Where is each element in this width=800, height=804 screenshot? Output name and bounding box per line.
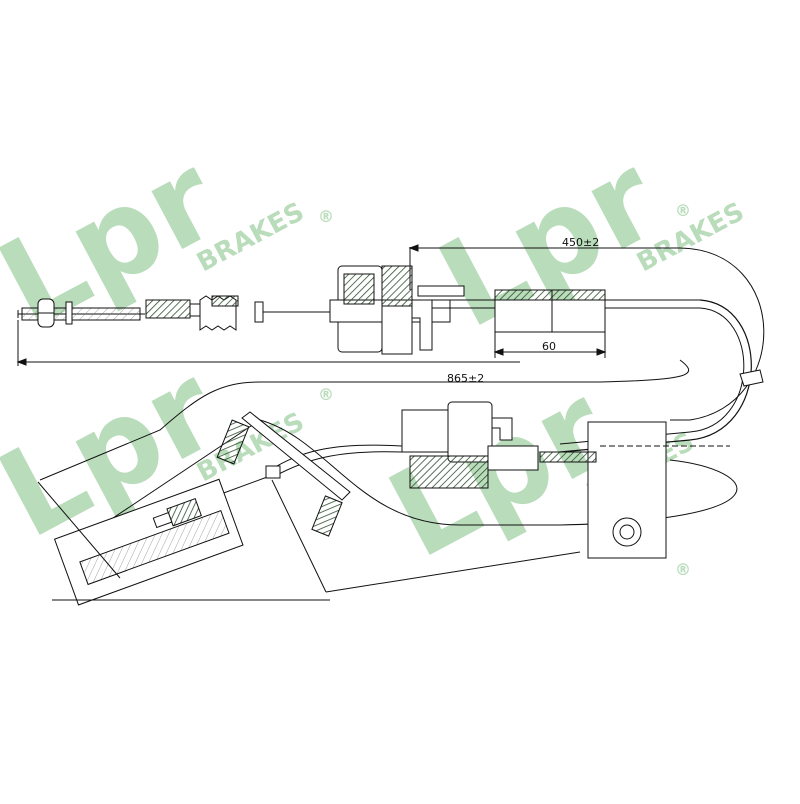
dimension-450: 450±2 [408,236,600,290]
watermark-registered-mark: ® [318,385,334,404]
lower-stop-ring [539,451,597,463]
boot-collar [211,295,239,307]
ferrule [145,299,191,319]
outline-path [410,247,765,421]
pedal-arm [241,411,351,501]
upper-sleeve-green [494,289,606,301]
lower-housing [447,401,493,463]
upper-adjuster-cap [381,305,413,355]
loop-clip [739,369,764,387]
lock-washer [65,301,73,325]
pedal-end-fitting [53,478,244,606]
upper-seal-green [343,273,375,305]
mount-hole-inner [619,524,635,540]
upper-sleeve [494,299,606,333]
clip-fork-lower [491,417,513,441]
line-drawing: 450±2 60 865±2 [16,236,765,606]
clip-fork-upper [411,299,433,351]
lower-sheath-top [269,444,403,471]
lower-sheath-bottom [274,451,403,477]
watermark-registered-mark: ® [318,207,334,226]
dimension-450-label: 450±2 [562,236,599,249]
lower-seal-green [409,455,489,489]
dimension-865: 865±2 [16,320,520,385]
lower-front-plate [401,409,449,453]
spring-upper [216,419,250,465]
upper-stop-ring [417,285,465,297]
dimension-865-label: 865±2 [447,372,484,385]
dimension-60-label: 60 [542,340,556,353]
lower-collar [487,445,539,471]
dimension-60: 60 [493,332,607,358]
spring-lower [311,495,343,537]
upper-adjuster-green [381,265,413,307]
watermark-registered-mark: ® [675,201,691,220]
ferrule-neck [189,303,201,317]
dimension-lower-angled [37,479,581,601]
outline-path-lower [109,419,738,526]
watermark-registered-mark: ® [675,560,691,579]
outline-path-return [39,359,690,481]
boot-clip [254,301,264,323]
pin-block [265,465,281,479]
